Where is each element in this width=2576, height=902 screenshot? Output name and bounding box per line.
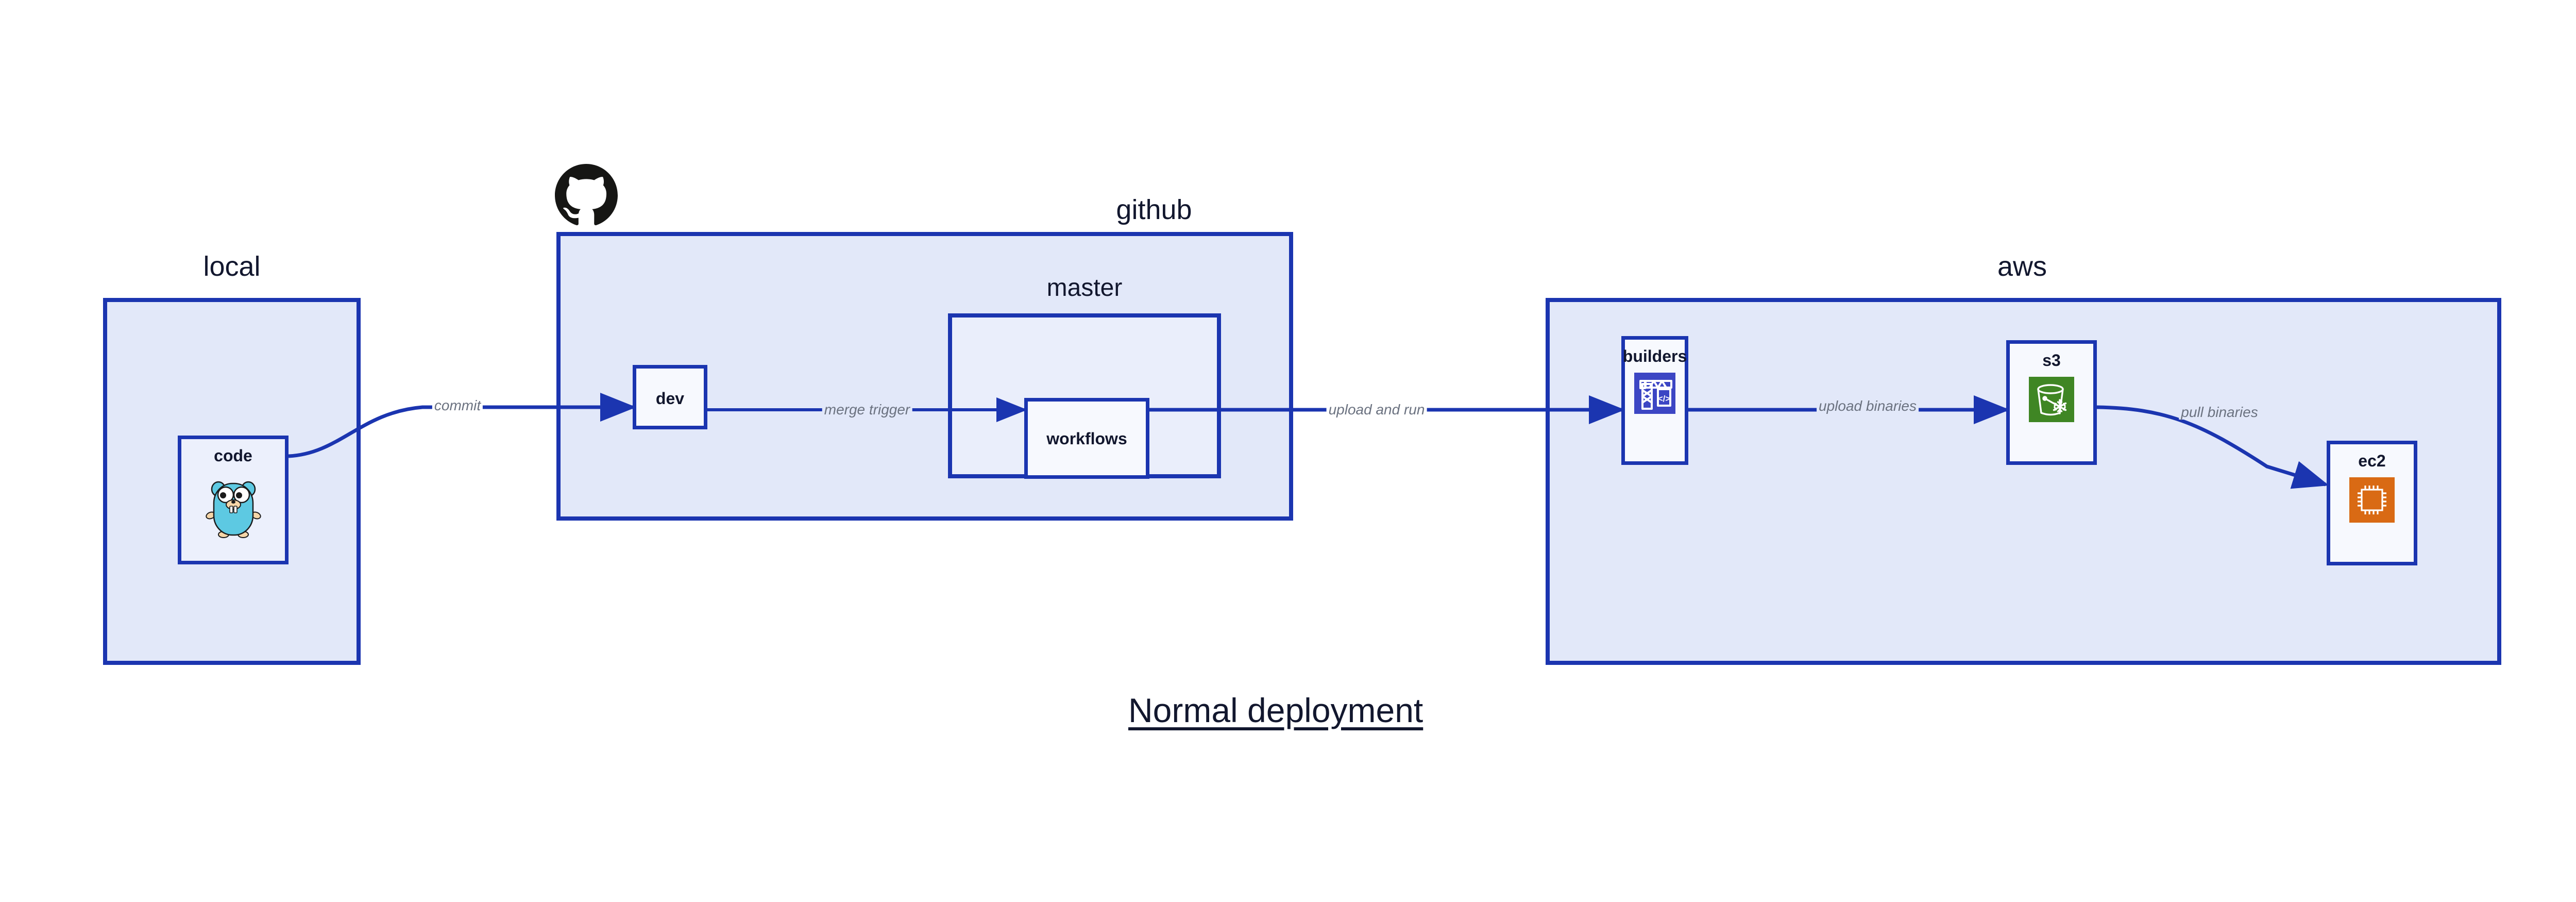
zone-label-master: master xyxy=(1046,274,1123,302)
edge-label-merge-trigger: merge trigger xyxy=(822,403,912,417)
edge-label-upload-and-run: upload and run xyxy=(1326,403,1427,417)
node-label-ec2: ec2 xyxy=(2358,452,2386,470)
node-label-code: code xyxy=(214,446,252,465)
node-label-builders: builders xyxy=(1622,347,1687,365)
node-label-workflows: workflows xyxy=(1046,429,1127,448)
zone-label-local: local xyxy=(203,251,261,282)
svg-text:</>: </> xyxy=(1658,394,1671,404)
edge-label-upload-binaries: upload binaries xyxy=(1817,399,1919,413)
edge-label-commit: commit xyxy=(432,398,483,413)
github-octocat-icon xyxy=(555,164,618,229)
node-code[interactable]: code xyxy=(178,436,289,564)
node-ec2[interactable]: ec2 xyxy=(2327,441,2417,565)
zone-label-aws: aws xyxy=(1997,251,2047,282)
node-dev[interactable]: dev xyxy=(633,365,707,429)
aws-ec2-icon xyxy=(2349,477,2395,525)
node-workflows[interactable]: workflows xyxy=(1024,398,1149,479)
diagram-title: Normal deployment xyxy=(1128,691,1423,729)
node-label-dev: dev xyxy=(655,389,685,408)
aws-codebuild-icon: </> xyxy=(1634,373,1675,416)
node-label-s3: s3 xyxy=(2042,351,2061,370)
go-gopher-icon xyxy=(205,472,262,542)
node-s3[interactable]: s3 xyxy=(2006,340,2097,465)
aws-s3-glacier-icon xyxy=(2029,377,2074,425)
zone-label-github: github xyxy=(1116,194,1192,225)
node-builders[interactable]: builders </> xyxy=(1621,336,1688,465)
edge-label-pull-binaries: pull binaries xyxy=(2179,405,2260,420)
